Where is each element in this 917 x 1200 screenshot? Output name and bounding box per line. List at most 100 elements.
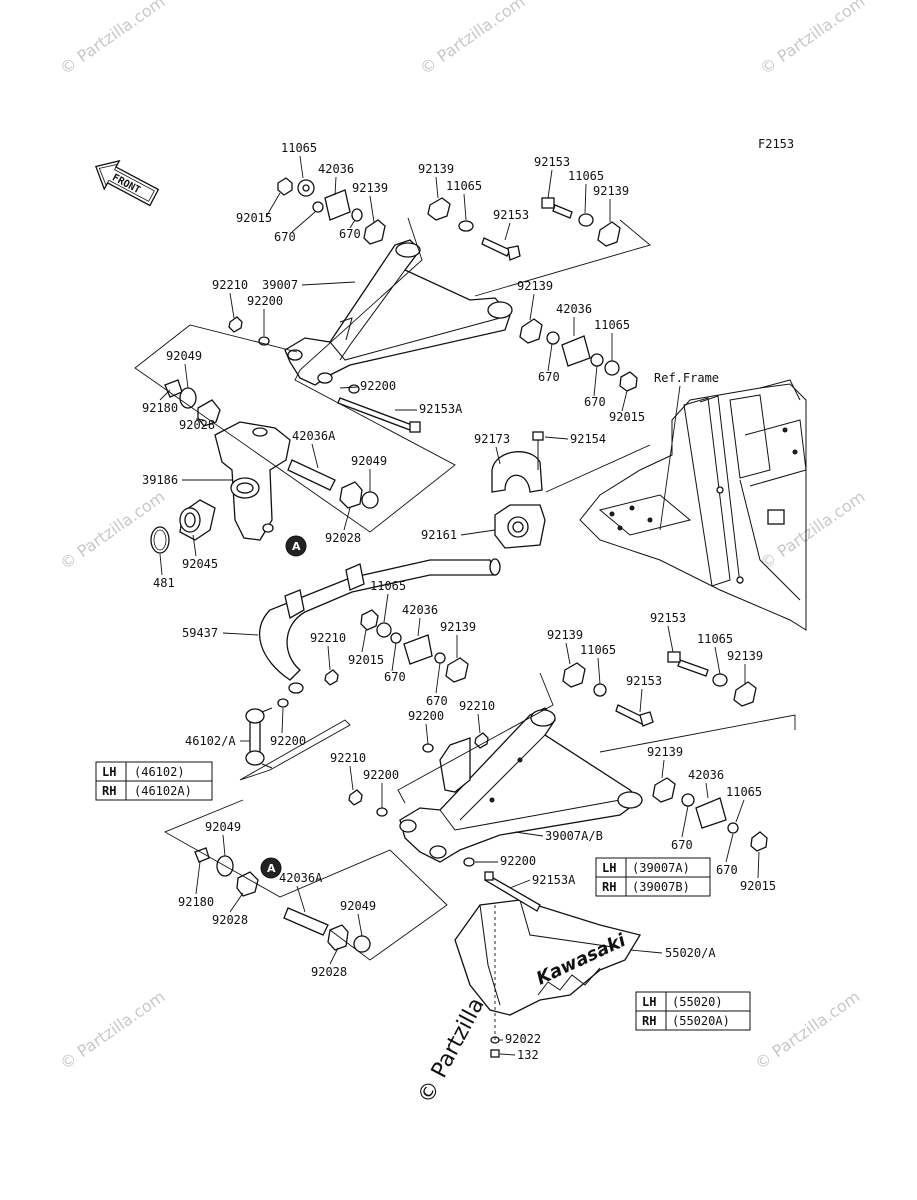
- small-parts-upper: [164, 177, 638, 509]
- part-label: 92015: [348, 653, 384, 667]
- part-label: 92210: [212, 278, 248, 292]
- watermark-text: © Partzilla.com: [416, 0, 528, 78]
- part-label: 670: [538, 370, 560, 384]
- watermark-text: © Partzilla.com: [56, 0, 168, 78]
- group-outlines: [134, 217, 796, 961]
- part-label: 39186: [142, 473, 178, 487]
- part-label: 670: [584, 395, 606, 409]
- part-label: 11065: [370, 579, 406, 593]
- svg-text:A: A: [267, 862, 276, 875]
- part-label: 92153: [650, 611, 686, 625]
- part-label: 11065: [281, 141, 317, 155]
- part-label: 92139: [418, 162, 454, 176]
- part-label: 11065: [594, 318, 630, 332]
- part-label: 11065: [568, 169, 604, 183]
- part-label: 92153: [626, 674, 662, 688]
- watermark-text: © Partzilla.com: [756, 487, 868, 573]
- bearing: [179, 499, 216, 541]
- part-label: 92200: [247, 294, 283, 308]
- part-label: 92200: [363, 768, 399, 782]
- part-label: 92200: [408, 709, 444, 723]
- part-label: 55020/A: [665, 946, 716, 960]
- part-labels: 11065 42036 92139 92015 670 670 92139 11…: [142, 141, 776, 1062]
- part-label: 92139: [440, 620, 476, 634]
- table-55020: LH (55020) RH (55020A): [635, 991, 751, 1031]
- stabilizer-clamp: [491, 451, 543, 493]
- ref-a-marker: A: [285, 535, 307, 557]
- table-cell: LH: [102, 765, 116, 779]
- part-label: 42036: [402, 603, 438, 617]
- part-label: 92049: [166, 349, 202, 363]
- watermark-text: © Partzilla.com: [756, 0, 868, 78]
- part-label: 92154: [570, 432, 606, 446]
- part-label: 670: [426, 694, 448, 708]
- part-label: 92210: [459, 699, 495, 713]
- part-label: 92153: [493, 208, 529, 222]
- part-label: 92028: [325, 531, 361, 545]
- part-label: 92028: [212, 913, 248, 927]
- part-label: 481: [153, 576, 175, 590]
- table-cell: LH: [642, 995, 656, 1009]
- part-label: 92049: [351, 454, 387, 468]
- stabilizer-bushing: [494, 504, 546, 549]
- part-label: 92153A: [532, 873, 576, 887]
- part-label: 92139: [352, 181, 388, 195]
- stabilizer-link: [245, 707, 273, 769]
- watermark-text: © Partzilla.com: [751, 987, 863, 1073]
- part-label: 42036: [556, 302, 592, 316]
- part-label: 92180: [142, 401, 178, 415]
- part-label: 11065: [580, 643, 616, 657]
- part-label: 92200: [360, 379, 396, 393]
- table-cell: (55020A): [672, 1014, 730, 1028]
- part-label: 92153A: [419, 402, 463, 416]
- part-label: 92200: [270, 734, 306, 748]
- part-label: 92139: [593, 184, 629, 198]
- part-label: 92139: [727, 649, 763, 663]
- part-label: 92028: [179, 418, 215, 432]
- part-label: 670: [384, 670, 406, 684]
- part-label: 670: [716, 863, 738, 877]
- ref-frame-label: Ref.Frame: [654, 371, 719, 385]
- part-label: 92173: [474, 432, 510, 446]
- lower-a-arm: [399, 707, 643, 863]
- part-label: 670: [671, 838, 693, 852]
- table-cell: RH: [602, 880, 616, 894]
- stabilizer-bar: [259, 558, 501, 694]
- part-label: 92210: [310, 631, 346, 645]
- table-cell: (55020): [672, 995, 723, 1009]
- part-label: 92153: [534, 155, 570, 169]
- part-label: 42036A: [279, 871, 323, 885]
- part-label: 92049: [340, 899, 376, 913]
- part-label: 46102/A: [185, 734, 236, 748]
- clamp-bolt: [532, 431, 544, 470]
- a-arm-guard: Kawasaki: [454, 899, 642, 1016]
- figure-code: F2153: [758, 137, 794, 151]
- part-label: 42036: [688, 768, 724, 782]
- upper-a-arm: [284, 239, 513, 386]
- part-label: 92049: [205, 820, 241, 834]
- part-label: 92028: [311, 965, 347, 979]
- part-label: 39007A/B: [545, 829, 603, 843]
- part-label: 92139: [647, 745, 683, 759]
- part-label: 92022: [505, 1032, 541, 1046]
- watermark-text: © Partzilla.com: [56, 987, 168, 1073]
- part-label: 92180: [178, 895, 214, 909]
- front-arrow-icon: FRONT: [94, 159, 160, 207]
- part-label: 670: [339, 227, 361, 241]
- table-cell: RH: [102, 784, 116, 798]
- part-label: 11065: [726, 785, 762, 799]
- part-label: 92139: [517, 279, 553, 293]
- watermark-text: © Partzilla.com: [56, 487, 168, 573]
- part-label: 92015: [609, 410, 645, 424]
- part-label: 92200: [500, 854, 536, 868]
- table-cell: (46102): [134, 765, 185, 779]
- table-39007: LH (39007A) RH (39007B): [595, 857, 711, 897]
- table-cell: (39007B): [632, 880, 690, 894]
- part-label: 92139: [547, 628, 583, 642]
- part-label: 59437: [182, 626, 218, 640]
- table-46102: LH (46102) RH (46102A): [95, 761, 213, 801]
- table-cell: RH: [642, 1014, 656, 1028]
- part-label: 11065: [446, 179, 482, 193]
- ref-a-marker: A: [260, 857, 282, 879]
- part-label: 11065: [697, 632, 733, 646]
